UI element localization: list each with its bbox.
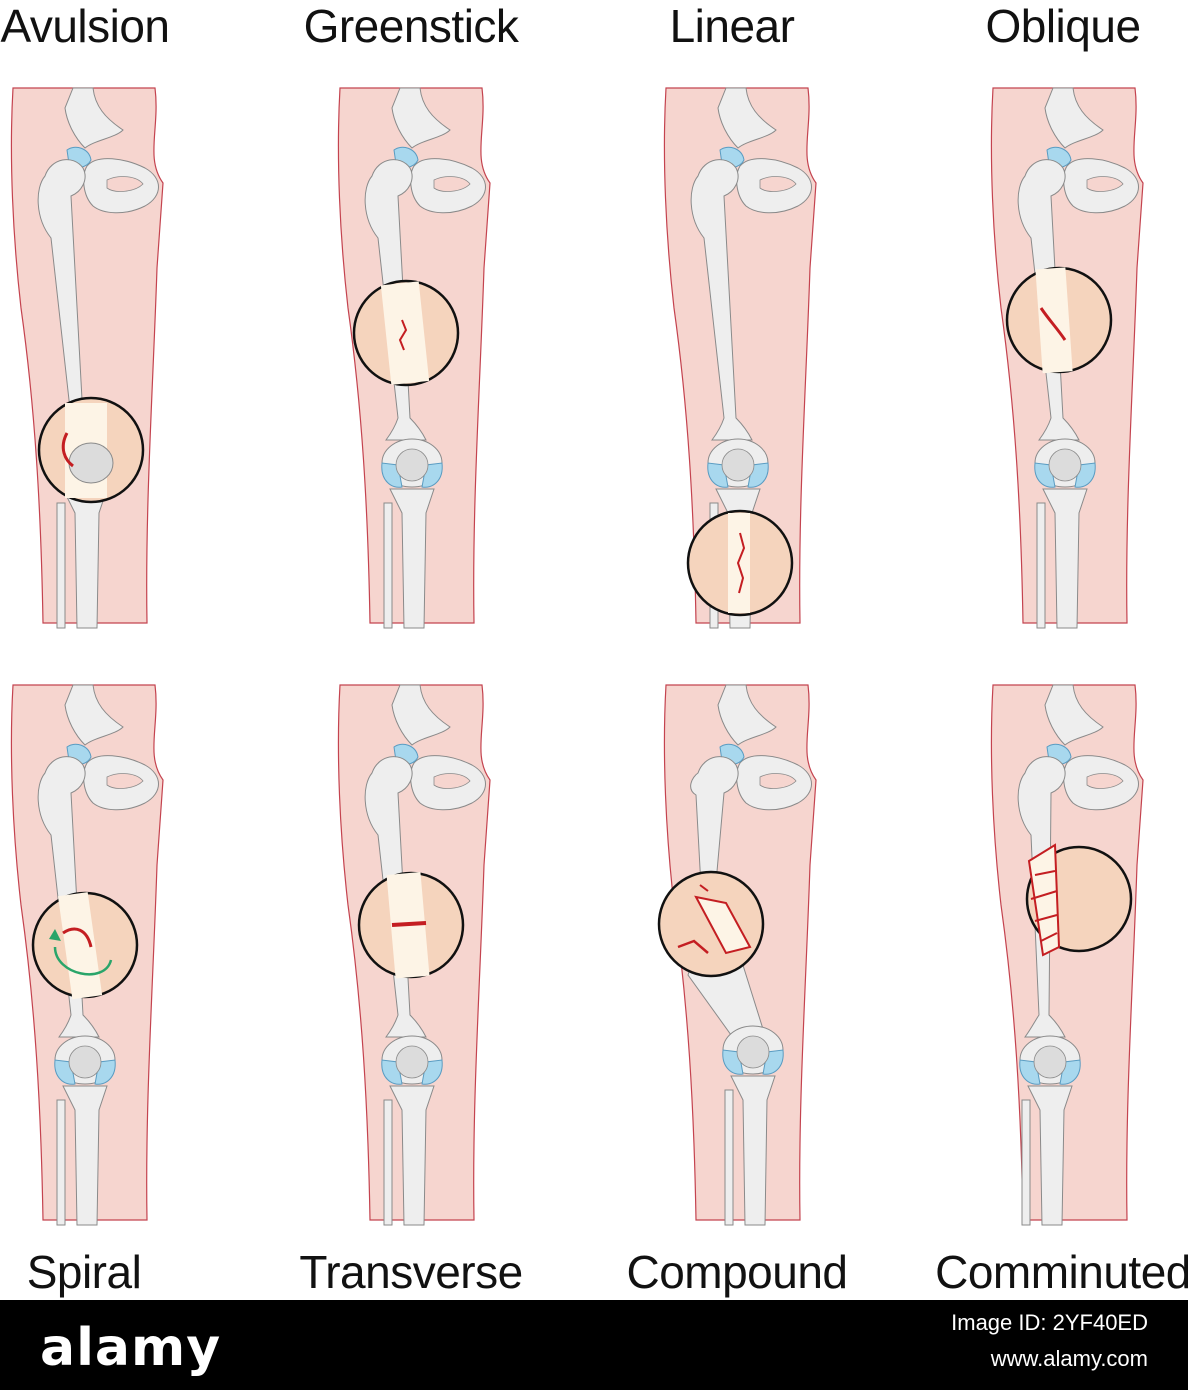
pelvis-bone <box>391 87 486 214</box>
footer-bar: alamy Image ID: 2YF40ED www.alamy.com <box>0 1300 1188 1390</box>
tibia-bone <box>56 1085 108 1226</box>
panel-avulsion <box>0 87 185 629</box>
panel-spiral <box>0 684 185 1226</box>
knee-joint <box>381 1035 443 1085</box>
tibia-bone <box>1021 1085 1073 1226</box>
pelvis-bone <box>717 87 812 214</box>
image-id: Image ID: 2YF40ED <box>951 1310 1148 1335</box>
pelvis-bone <box>1044 87 1139 214</box>
zoom-circle <box>352 279 460 387</box>
pelvis-bone <box>717 684 812 811</box>
tibia-bone <box>383 1085 435 1226</box>
zoom-circle <box>37 396 145 504</box>
panel-oblique <box>975 87 1165 629</box>
knee-joint <box>1034 438 1096 488</box>
panel-transverse <box>322 684 512 1226</box>
zoom-circle <box>657 870 765 978</box>
knee-joint <box>54 1035 116 1085</box>
label-transverse: Transverse <box>299 1246 523 1298</box>
site-url: www.alamy.com <box>990 1346 1148 1371</box>
zoom-circle <box>1005 266 1113 374</box>
label-spiral: Spiral <box>26 1246 142 1298</box>
label-compound: Compound <box>626 1246 848 1298</box>
pelvis-bone <box>64 87 159 214</box>
label-oblique: Oblique <box>985 0 1141 52</box>
label-linear: Linear <box>669 0 795 52</box>
panel-compound <box>648 684 838 1226</box>
tibia-bone <box>383 488 435 629</box>
femur-bone <box>690 159 753 441</box>
brand-logo: alamy <box>40 1318 222 1378</box>
label-avulsion: Avulsion <box>0 0 170 52</box>
knee-joint <box>722 1025 784 1075</box>
zoom-circle <box>1025 843 1133 957</box>
knee-joint <box>707 438 769 488</box>
tibia-bone <box>724 1075 776 1226</box>
tibia-bone <box>1036 488 1088 629</box>
knee-joint <box>381 438 443 488</box>
knee-joint <box>1019 1035 1081 1085</box>
tibia-bone <box>56 488 108 629</box>
panel-comminuted <box>975 684 1165 1226</box>
zoom-circle <box>31 891 139 1000</box>
zoom-circle <box>357 871 465 979</box>
label-comminuted: Comminuted <box>935 1246 1188 1298</box>
pelvis-bone <box>391 684 486 811</box>
pelvis-bone <box>1044 684 1139 811</box>
panel-linear <box>648 87 838 629</box>
panel-greenstick <box>322 87 512 629</box>
zoom-circle <box>686 509 794 617</box>
label-greenstick: Greenstick <box>303 0 519 52</box>
